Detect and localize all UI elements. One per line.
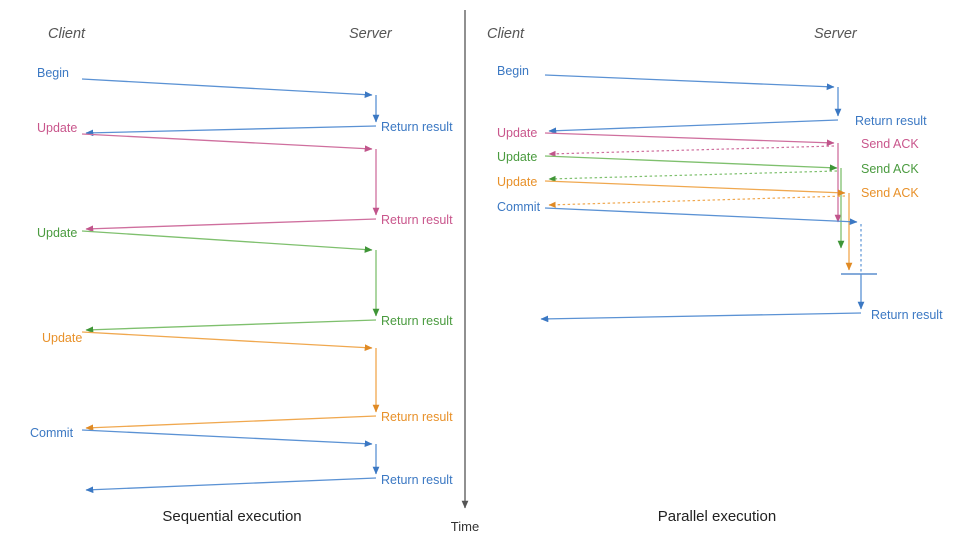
label-update-2: Update	[37, 226, 77, 240]
arrow-send-ack-2	[548, 170, 838, 182]
label-update-3: Update	[42, 331, 82, 345]
arrow-update-1-request	[81, 133, 373, 152]
label-commit: Commit	[497, 200, 541, 214]
panel-parallel	[540, 74, 877, 323]
label-return-result-4: Return result	[381, 410, 453, 424]
arrow-update-3-request	[544, 180, 846, 197]
label-send-ack-1: Send ACK	[861, 137, 919, 151]
lane-title-server-parallel: Server	[814, 26, 858, 42]
label-return-result-2: Return result	[871, 308, 943, 322]
label-commit: Commit	[30, 426, 74, 440]
label-update-3: Update	[497, 175, 537, 189]
time-axis-label: Time	[451, 519, 479, 534]
arrow-return-result-3	[85, 319, 377, 334]
label-send-ack-3: Send ACK	[861, 186, 919, 200]
label-return-result-1: Return result	[855, 114, 927, 128]
arrow-return-result-1	[85, 125, 377, 137]
label-return-result-5: Return result	[381, 473, 453, 487]
lane-title-client-sequential: Client	[48, 26, 86, 42]
arrow-update-3-request	[81, 331, 373, 351]
label-return-result-1: Return result	[381, 120, 453, 134]
arrow-send-ack-3	[548, 195, 846, 208]
label-return-result-3: Return result	[381, 314, 453, 328]
label-begin: Begin	[497, 64, 529, 78]
label-update-1: Update	[37, 121, 77, 135]
label-begin: Begin	[37, 66, 69, 80]
arrow-return-result-1	[548, 119, 839, 135]
arrow-return-result-2	[85, 218, 377, 233]
arrow-begin-request	[544, 74, 835, 91]
lane-title-client-parallel: Client	[487, 26, 525, 42]
panel-sequential	[81, 78, 380, 494]
lane-title-server-sequential: Server	[349, 26, 393, 42]
arrow-update-1-request	[544, 132, 835, 147]
arrow-update-2-request	[544, 155, 838, 172]
label-return-result-2: Return result	[381, 213, 453, 227]
arrow-begin-request	[81, 78, 373, 98]
caption-parallel: Parallel execution	[658, 508, 776, 525]
arrow-commit-request	[81, 429, 373, 448]
caption-sequential: Sequential execution	[162, 508, 301, 525]
arrow-send-ack-1	[548, 145, 835, 157]
arrow-commit-request	[544, 207, 858, 226]
arrow-return-result-2	[540, 312, 862, 323]
label-update-1: Update	[497, 126, 537, 140]
label-send-ack-2: Send ACK	[861, 162, 919, 176]
label-update-2: Update	[497, 150, 537, 164]
arrow-return-result-4	[85, 415, 377, 432]
arrow-return-result-5	[85, 477, 377, 494]
arrow-update-2-request	[81, 230, 373, 253]
